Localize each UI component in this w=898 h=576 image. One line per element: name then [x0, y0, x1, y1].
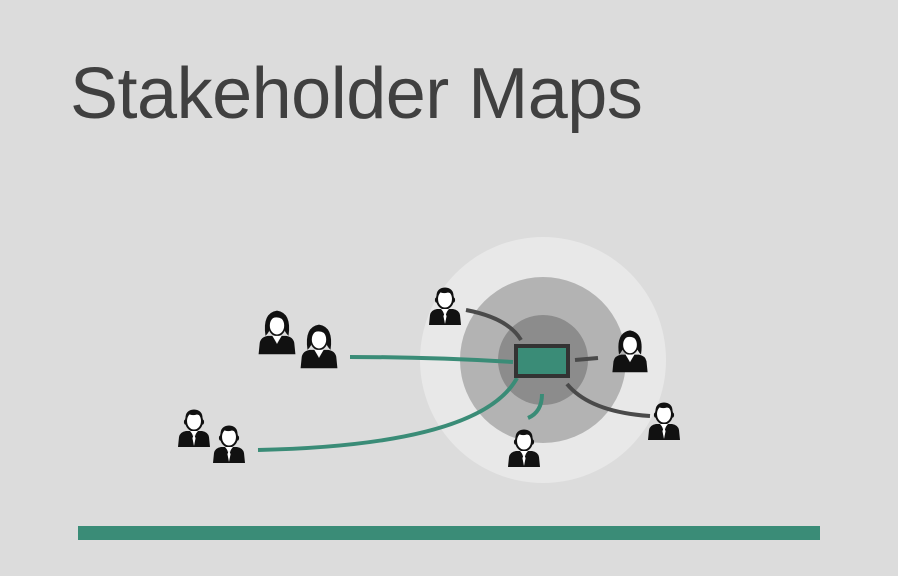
connector-men-pair	[257, 377, 519, 452]
connector-right-man	[565, 382, 651, 418]
connector-bottom-man	[527, 393, 544, 420]
connector-top-man	[465, 308, 523, 342]
connector-women-pair	[349, 355, 514, 364]
businesswoman-icon	[257, 309, 297, 356]
businesswoman-icon	[299, 323, 339, 370]
project-box-icon	[514, 344, 570, 378]
bottom-accent-bar	[78, 526, 820, 540]
page-title: Stakeholder Maps	[70, 54, 643, 134]
businessman-icon	[177, 408, 211, 448]
businessman-icon	[212, 424, 246, 464]
connector-right-woman	[574, 356, 599, 362]
